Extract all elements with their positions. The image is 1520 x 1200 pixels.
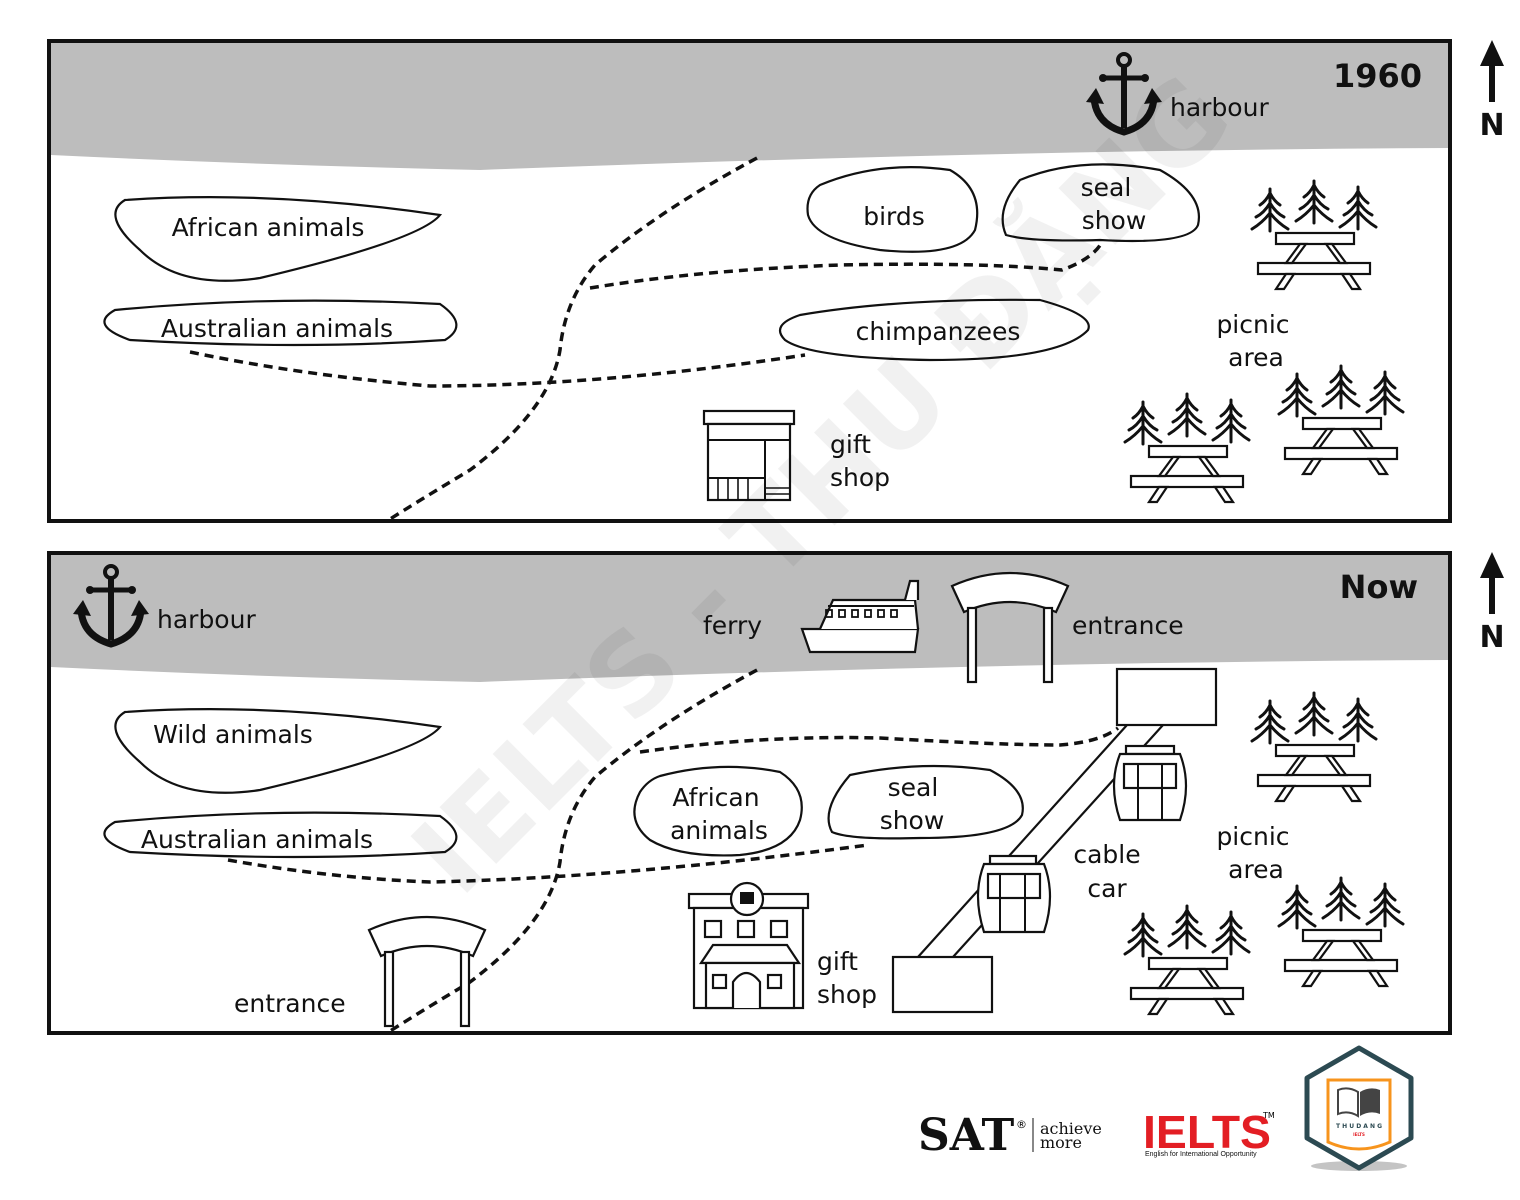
map-1960: 1960 harbour African animals Australian …: [47, 39, 1452, 523]
sea-area: [51, 43, 1448, 170]
gift-shop-icon: [687, 881, 810, 1010]
north-arrow-icon: [1480, 552, 1504, 614]
australian-animals-label: Australian animals: [161, 314, 393, 343]
sat-tagline-line1: achieve: [1040, 1119, 1102, 1138]
picnic-area-label-line1: picnic: [1216, 822, 1289, 851]
map-year-label: 1960: [1333, 57, 1422, 95]
map-now: Now harbour ferry entrance Wild animals: [47, 551, 1452, 1035]
map-year-label: Now: [1340, 568, 1418, 606]
ielts-logo-text: IELTS: [1143, 1106, 1271, 1158]
australian-animals-enclosure: [103, 299, 458, 347]
cable-car-label-line1: cable: [1073, 840, 1140, 869]
thudang-badge-logo: T H U D A N G IELTS: [1304, 1045, 1414, 1171]
australian-animals-enclosure: [103, 811, 458, 859]
chimpanzees-enclosure: [778, 298, 1090, 362]
australian-animals-label: Australian animals: [141, 825, 373, 854]
african-animals-label-line1: African: [672, 783, 759, 812]
north-arrow-icon: [1480, 40, 1504, 102]
sat-registered-mark: ®: [1016, 1118, 1027, 1131]
thudang-subtext: IELTS: [1353, 1132, 1365, 1137]
seal-show-label-line1: seal: [888, 773, 939, 802]
sat-logo: SAT ® achieve more: [918, 1110, 1102, 1161]
cable-car-icon: [891, 667, 1218, 1014]
picnic-area-label-line2: area: [1228, 855, 1284, 884]
sat-tagline-line2: more: [1040, 1133, 1082, 1152]
harbour-label: harbour: [157, 605, 256, 634]
birds-enclosure: [806, 166, 979, 253]
thudang-text: T H U D A N G: [1336, 1123, 1382, 1130]
african-animals-label: African animals: [172, 213, 365, 242]
seal-show-label-line1: seal: [1081, 173, 1132, 202]
sea-area: [51, 555, 1448, 682]
ferry-icon: [800, 579, 920, 654]
gift-shop-label-line1: gift: [830, 430, 871, 459]
ferry-label: ferry: [703, 611, 762, 640]
birds-label: birds: [863, 202, 925, 231]
footpaths: [227, 668, 1120, 1035]
chimpanzees-label: chimpanzees: [856, 317, 1021, 346]
cable-car-label-line2: car: [1087, 874, 1127, 903]
gift-shop-label-line1: gift: [817, 947, 858, 976]
picnic-area-label-line2: area: [1228, 343, 1284, 372]
gift-shop-label-line2: shop: [830, 463, 890, 492]
seal-show-label-line2: show: [880, 806, 945, 835]
wild-animals-label: Wild animals: [153, 720, 313, 749]
ielts-tagline: English for International Opportunity: [1145, 1151, 1257, 1158]
harbour-label: harbour: [1170, 93, 1269, 122]
african-animals-enclosure: [114, 196, 443, 282]
sat-logo-text: SAT: [918, 1110, 1015, 1161]
gift-shop-label-line2: shop: [817, 980, 877, 1009]
entrance-south-label: entrance: [234, 989, 346, 1018]
african-animals-enclosure: [633, 765, 803, 857]
seal-show-enclosure: [1001, 163, 1201, 243]
ielts-logo: IELTS TM English for International Oppor…: [1143, 1106, 1275, 1158]
footpaths: [189, 156, 1105, 523]
north-label: N: [1479, 620, 1504, 655]
north-label: N: [1479, 108, 1504, 143]
seal-show-enclosure: [827, 764, 1024, 840]
ielts-trademark: TM: [1262, 1111, 1275, 1120]
seal-show-label-line2: show: [1082, 206, 1147, 235]
gift-shop-icon: [702, 409, 796, 502]
picnic-area-label-line1: picnic: [1216, 310, 1289, 339]
entrance-north-label: entrance: [1072, 611, 1184, 640]
wild-animals-enclosure: [114, 708, 443, 794]
african-animals-label-line2: animals: [670, 816, 768, 845]
